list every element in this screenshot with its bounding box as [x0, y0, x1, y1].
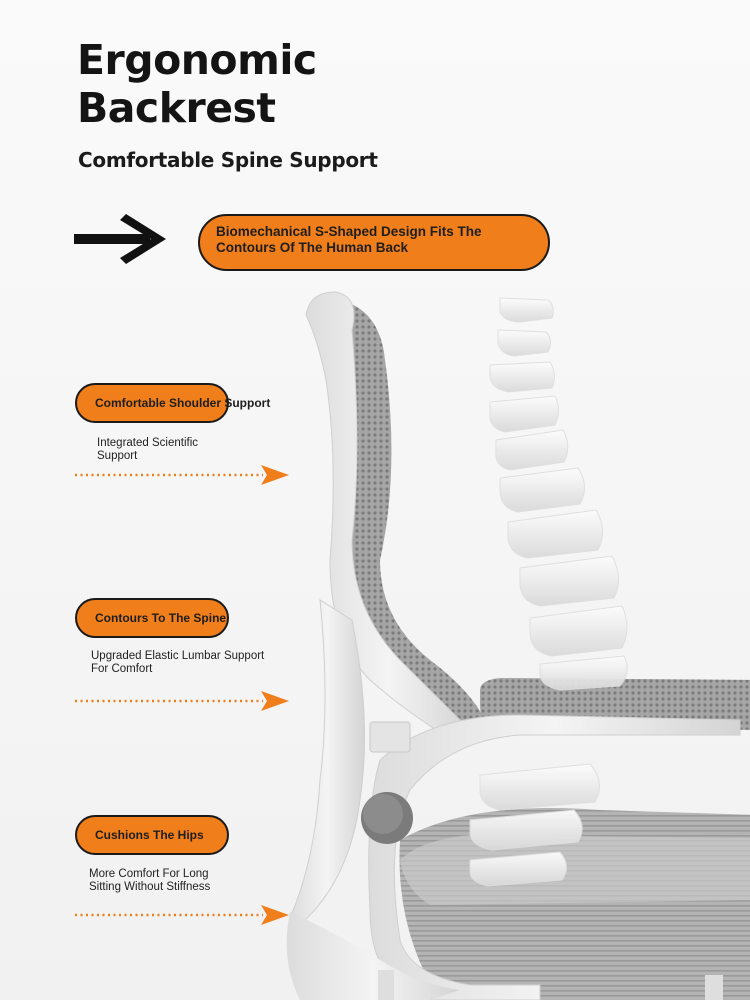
feature-hips-label: Cushions The Hips [75, 815, 229, 855]
dotted-arrow-icon [75, 465, 289, 485]
feature-shoulder-desc: Integrated Scientific Support [97, 437, 198, 463]
page-subtitle: Comfortable Spine Support [78, 148, 378, 172]
spine-vertebrae [469, 297, 628, 887]
feature-hips-desc: More Comfort For Long Sitting Without St… [89, 868, 210, 894]
dotted-arrow-icon [75, 905, 289, 925]
right-arrow-icon [74, 214, 166, 264]
mount-bracket [369, 721, 411, 753]
feature-spine-label: Contours To The Spine [75, 598, 229, 638]
title-line-2: Backrest [77, 84, 276, 132]
feature-spine-desc-line-2: For Comfort [91, 663, 153, 675]
backrest-mesh [340, 300, 485, 735]
feature-spine-desc-line-1: Upgraded Elastic Lumbar Support [91, 650, 265, 662]
feature-spine-desc: Upgraded Elastic Lumbar Support For Comf… [91, 650, 264, 676]
feature-hips-desc-line-1: More Comfort For Long [89, 868, 209, 880]
dotted-arrow-icon [75, 691, 289, 711]
feature-hips-desc-line-2: Sitting Without Stiffness [89, 881, 211, 893]
main-callout-line-2: Contours Of The Human Back [216, 240, 409, 255]
feature-shoulder-desc-line-1: Integrated Scientific [97, 437, 199, 449]
main-callout-line-1: Biomechanical S-Shaped Design Fits The [216, 224, 482, 239]
chair-leg-frame [289, 599, 365, 926]
feature-shoulder-label: Comfortable Shoulder Support [75, 383, 270, 423]
main-callout: Biomechanical S-Shaped Design Fits The C… [198, 214, 550, 271]
base-frame [286, 912, 460, 1000]
seat-cushion [399, 808, 750, 1000]
feature-shoulder-desc-line-2: Support [97, 450, 138, 462]
title-line-1: Ergonomic [77, 36, 317, 84]
page-title: Ergonomic Backrest [77, 36, 317, 132]
